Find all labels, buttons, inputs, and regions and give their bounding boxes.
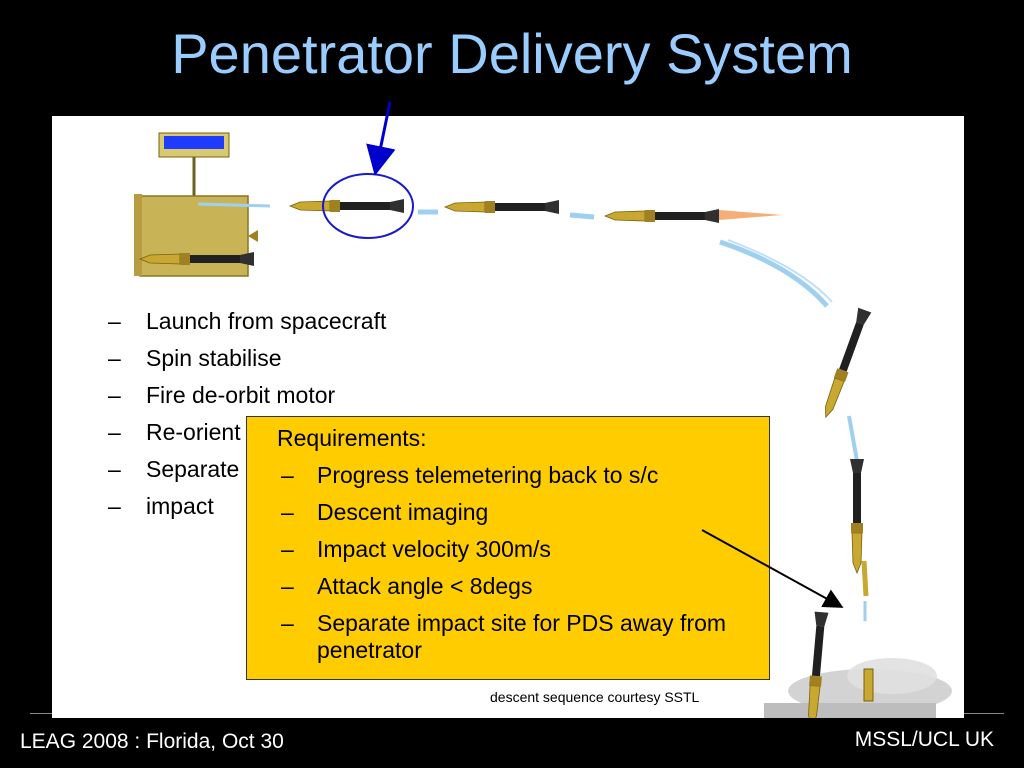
list-item: Launch from spacecraft xyxy=(104,308,464,335)
descent-sequence-diagram xyxy=(134,132,952,718)
list-item: Progress telemetering back to s/c xyxy=(277,462,757,489)
list-item: Fire de-orbit motor xyxy=(104,382,464,409)
diagram-panel: Launch from spacecraft Spin stabilise Fi… xyxy=(52,116,964,718)
requirements-list: Progress telemetering back to s/c Descen… xyxy=(277,462,757,674)
list-item: Attack angle < 8degs xyxy=(277,573,757,600)
list-item: Spin stabilise xyxy=(104,345,464,372)
footer-org: MSSL/UCL UK xyxy=(854,728,994,751)
list-item: impact xyxy=(104,493,464,520)
footer-rule xyxy=(964,713,1004,714)
pointer-arrow xyxy=(366,101,396,176)
list-item: Descent imaging xyxy=(277,499,757,526)
footer-rule xyxy=(30,713,52,714)
requirements-box: Requirements: Progress telemetering back… xyxy=(246,416,770,680)
footer-event: LEAG 2008 : Florida, Oct 30 xyxy=(20,730,284,753)
slide-title: Penetrator Delivery System xyxy=(171,22,853,85)
list-item: Impact velocity 300m/s xyxy=(277,536,757,563)
list-item: Re-orient xyxy=(104,419,464,446)
pointer-arrow xyxy=(701,529,844,608)
requirements-heading: Requirements: xyxy=(277,425,427,451)
image-credit: descent sequence courtesy SSTL xyxy=(490,689,700,705)
list-item: Separate impact site for PDS away from p… xyxy=(277,610,757,664)
descent-steps-list: Launch from spacecraft Spin stabilise Fi… xyxy=(104,308,464,530)
